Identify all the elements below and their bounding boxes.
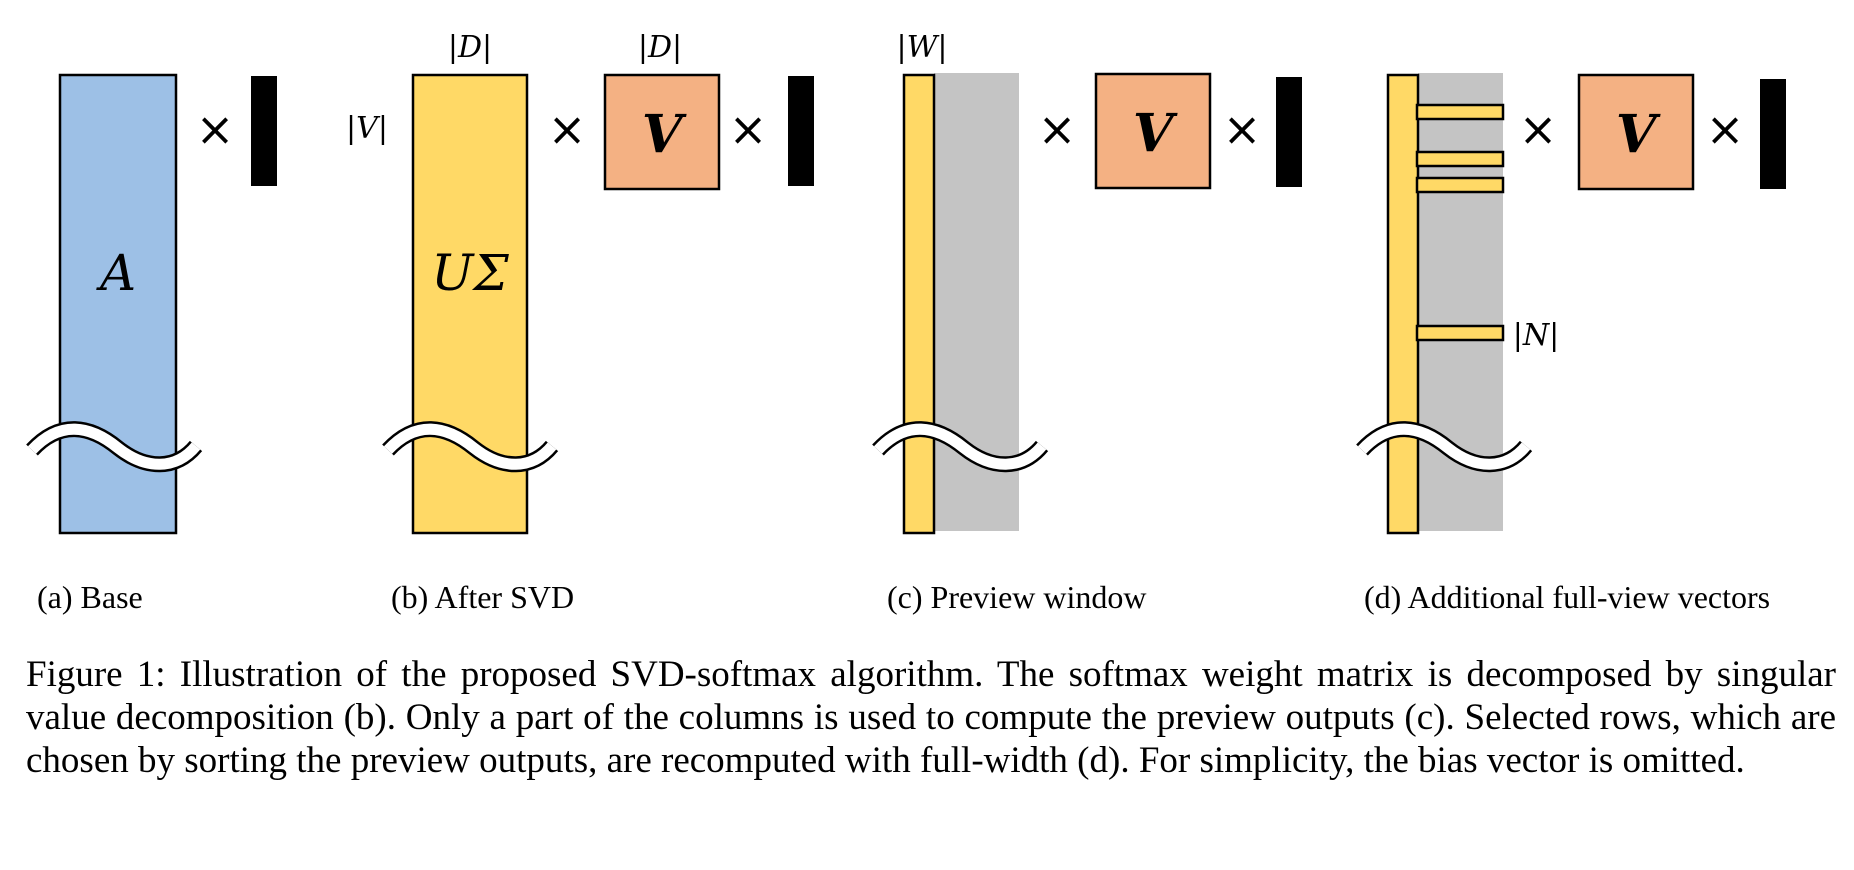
times-operator: ×	[548, 102, 587, 156]
full-view-row	[1415, 324, 1505, 342]
input-vector-d	[1760, 79, 1786, 189]
svd-softmax-diagram: A × (a) Base |D| |D| |V| UΣ × V × (b) Af…	[26, 30, 1786, 615]
dim-label-rows: |V|	[346, 111, 388, 146]
panel-d: |N| × V × (d) Additional full-view vecto…	[1356, 73, 1786, 615]
panel-d-caption: (d) Additional full-view vectors	[1364, 579, 1770, 615]
matrix-v-c-label: V	[1133, 103, 1178, 164]
matrix-v-d-label: V	[1616, 104, 1661, 165]
preview-window-columns	[902, 73, 936, 535]
panel-a-caption: (a) Base	[37, 579, 143, 615]
dim-label-window: |W|	[896, 30, 947, 65]
times-operator: ×	[1706, 102, 1745, 156]
input-vector-a	[251, 76, 277, 186]
break-symbol-b	[382, 421, 559, 473]
matrix-v-b-label: V	[642, 104, 687, 165]
preview-window-columns-d	[1386, 73, 1420, 535]
full-view-row	[1415, 150, 1505, 168]
dim-label-v-width: |D|	[638, 30, 682, 65]
times-operator: ×	[1223, 102, 1262, 156]
matrix-v-d	[1577, 73, 1695, 191]
panel-c-caption: (c) Preview window	[887, 579, 1146, 615]
break-symbol-c	[872, 421, 1049, 473]
matrix-v-b	[603, 73, 721, 191]
matrix-u-sigma-label: UΣ	[431, 244, 509, 302]
full-view-row	[1415, 103, 1505, 121]
break-symbol-d	[1356, 421, 1533, 473]
times-operator: ×	[196, 102, 235, 156]
dim-label-u-width: |D|	[448, 30, 492, 65]
break-symbol-a	[26, 421, 203, 473]
panel-b-caption: (b) After SVD	[391, 579, 574, 615]
matrix-a-label: A	[96, 244, 136, 302]
dim-label-full-view: |N|	[1513, 318, 1559, 353]
panel-b: |D| |D| |V| UΣ × V × (b) After SVD	[346, 30, 814, 615]
panel-a: A × (a) Base	[26, 73, 277, 615]
full-view-row	[1415, 176, 1505, 194]
matrix-v-c	[1094, 72, 1212, 190]
times-operator: ×	[1519, 102, 1558, 156]
times-operator: ×	[729, 102, 768, 156]
times-operator: ×	[1038, 102, 1077, 156]
figure-caption: Figure 1: Illustration of the proposed S…	[26, 654, 1836, 781]
input-vector-b	[788, 76, 814, 186]
input-vector-c	[1276, 77, 1302, 187]
panel-c: |W| × V × (c) Preview window	[872, 30, 1302, 615]
